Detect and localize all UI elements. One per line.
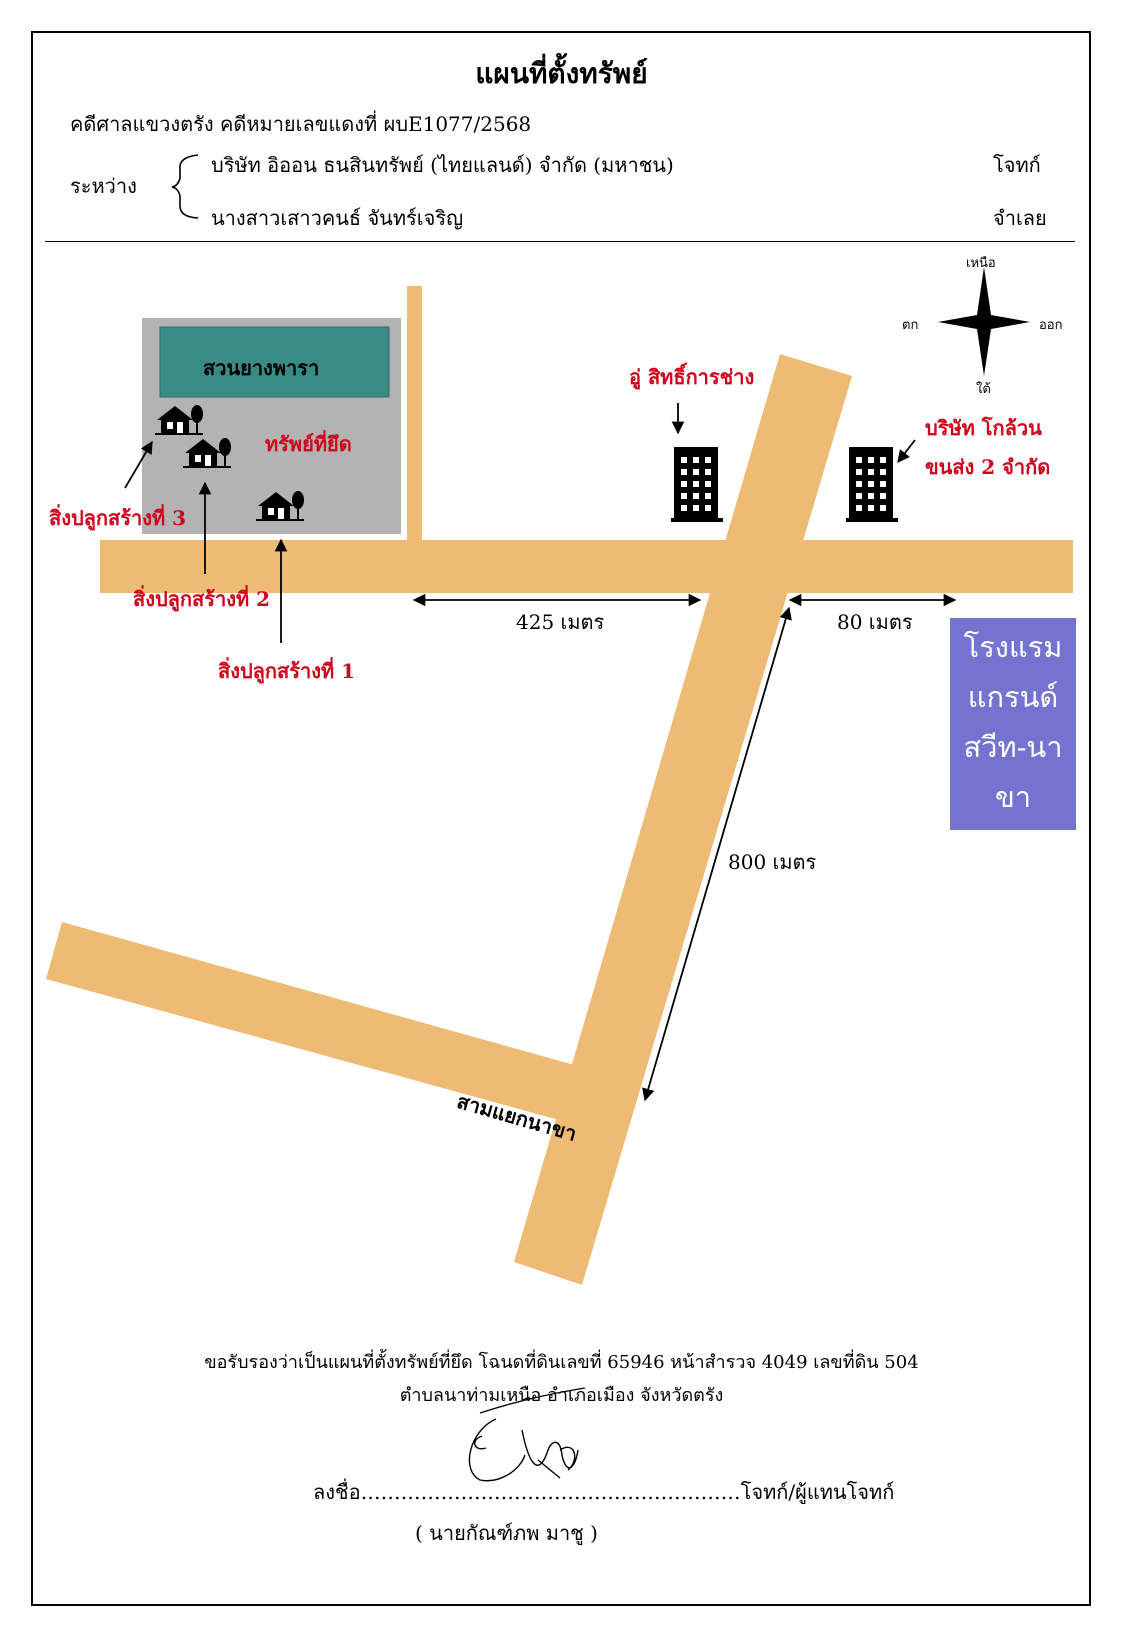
hotel-block: โรงแรม แกรนด์ สวีท-นา ขา	[950, 618, 1076, 830]
house-icon-1	[256, 491, 304, 521]
signature-line: ลงชื่อ…………………………………………………โจทก์/ผู้แทนโจท…	[313, 1476, 894, 1508]
header-divider	[45, 241, 1075, 242]
building-2-label: สิ่งปลูกสร้างที่ 2	[133, 587, 271, 611]
signature-mark	[468, 1418, 579, 1482]
compass-north-label: เหนือ	[966, 256, 996, 271]
compass-star-icon	[938, 267, 1030, 376]
plaintiff-role: โจทก์	[993, 153, 1041, 177]
main-east-west-road	[100, 540, 1073, 593]
side-lane	[407, 286, 422, 544]
defendant-role: จำเลย	[993, 206, 1047, 230]
seized-property-label: ทรัพย์ที่ยึด	[265, 432, 352, 456]
map-title: แผนที่ตั้งทรัพย์	[475, 57, 648, 90]
pointer-arrow-transport	[897, 439, 916, 463]
office-building-icon-garage	[671, 447, 723, 522]
building-3-label: สิ่งปลูกสร้างที่ 3	[49, 506, 187, 530]
rubber-garden-label: สวนยางพารา	[203, 356, 320, 380]
signer-name: ( นายกัณฑ์ภพ มาชู )	[415, 1521, 598, 1545]
rubber-garden	[159, 326, 390, 398]
brace	[171, 154, 199, 219]
hotel-name-line: ขา	[994, 780, 1032, 814]
sign-label: ลงชื่อ	[313, 1480, 361, 1504]
distance-80-label: 80 เมตร	[837, 610, 913, 634]
pointer-arrow-building-3	[124, 440, 153, 489]
sign-dots: …………………………………………………	[360, 1480, 741, 1504]
certification-line-2: ตำบลนาท่ามเหนือ อำเภอเมือง จังหวัดตรัง	[399, 1385, 724, 1406]
distance-800-label: 800 เมตร	[728, 850, 817, 874]
compass-south-label: ใต้	[976, 382, 991, 397]
distance-arrow-800	[642, 606, 792, 1102]
building-1-label: สิ่งปลูกสร้างที่ 1	[218, 659, 356, 683]
certification-line-1: ขอรับรองว่าเป็นแผนที่ตั้งทรัพย์ที่ยึด โฉ…	[204, 1352, 919, 1373]
distance-425-label: 425 เมตร	[516, 610, 605, 634]
diagonal-road-southwest	[46, 922, 578, 1123]
case-number-line: คดีศาลแขวงตรัง คดีหมายเลขแดงที่ ผบE1077/…	[70, 112, 532, 136]
plaintiff-name: บริษัท อิออน ธนสินทรัพย์ (ไทยแลนด์) จำกั…	[211, 153, 674, 177]
transport-label-line1: บริษัท โกล้วน	[925, 416, 1042, 440]
sign-role: โจทก์/ผู้แทนโจทก์	[740, 1480, 895, 1504]
compass-east-label: ออก	[1039, 318, 1063, 333]
signature-tail	[479, 1387, 586, 1414]
transport-label-line2: ขนส่ง 2 จำกัด	[925, 455, 1051, 479]
hotel-name-line: สวีท-นา	[963, 730, 1063, 764]
page-border	[31, 31, 1091, 1606]
hotel-name-line: โรงแรม	[963, 630, 1063, 664]
hotel-name-line: แกรนด์	[967, 680, 1059, 714]
house-icon-2	[183, 438, 231, 468]
compass-west-label: ตก	[902, 318, 919, 333]
garage-label: อู่ สิทธิ์การช่าง	[629, 365, 755, 389]
office-building-icon-transport	[846, 447, 898, 522]
defendant-name: นางสาวเสาวคนธ์ จันทร์เจริญ	[211, 206, 464, 230]
house-icon-3	[155, 405, 203, 435]
between-label: ระหว่าง	[70, 174, 137, 198]
